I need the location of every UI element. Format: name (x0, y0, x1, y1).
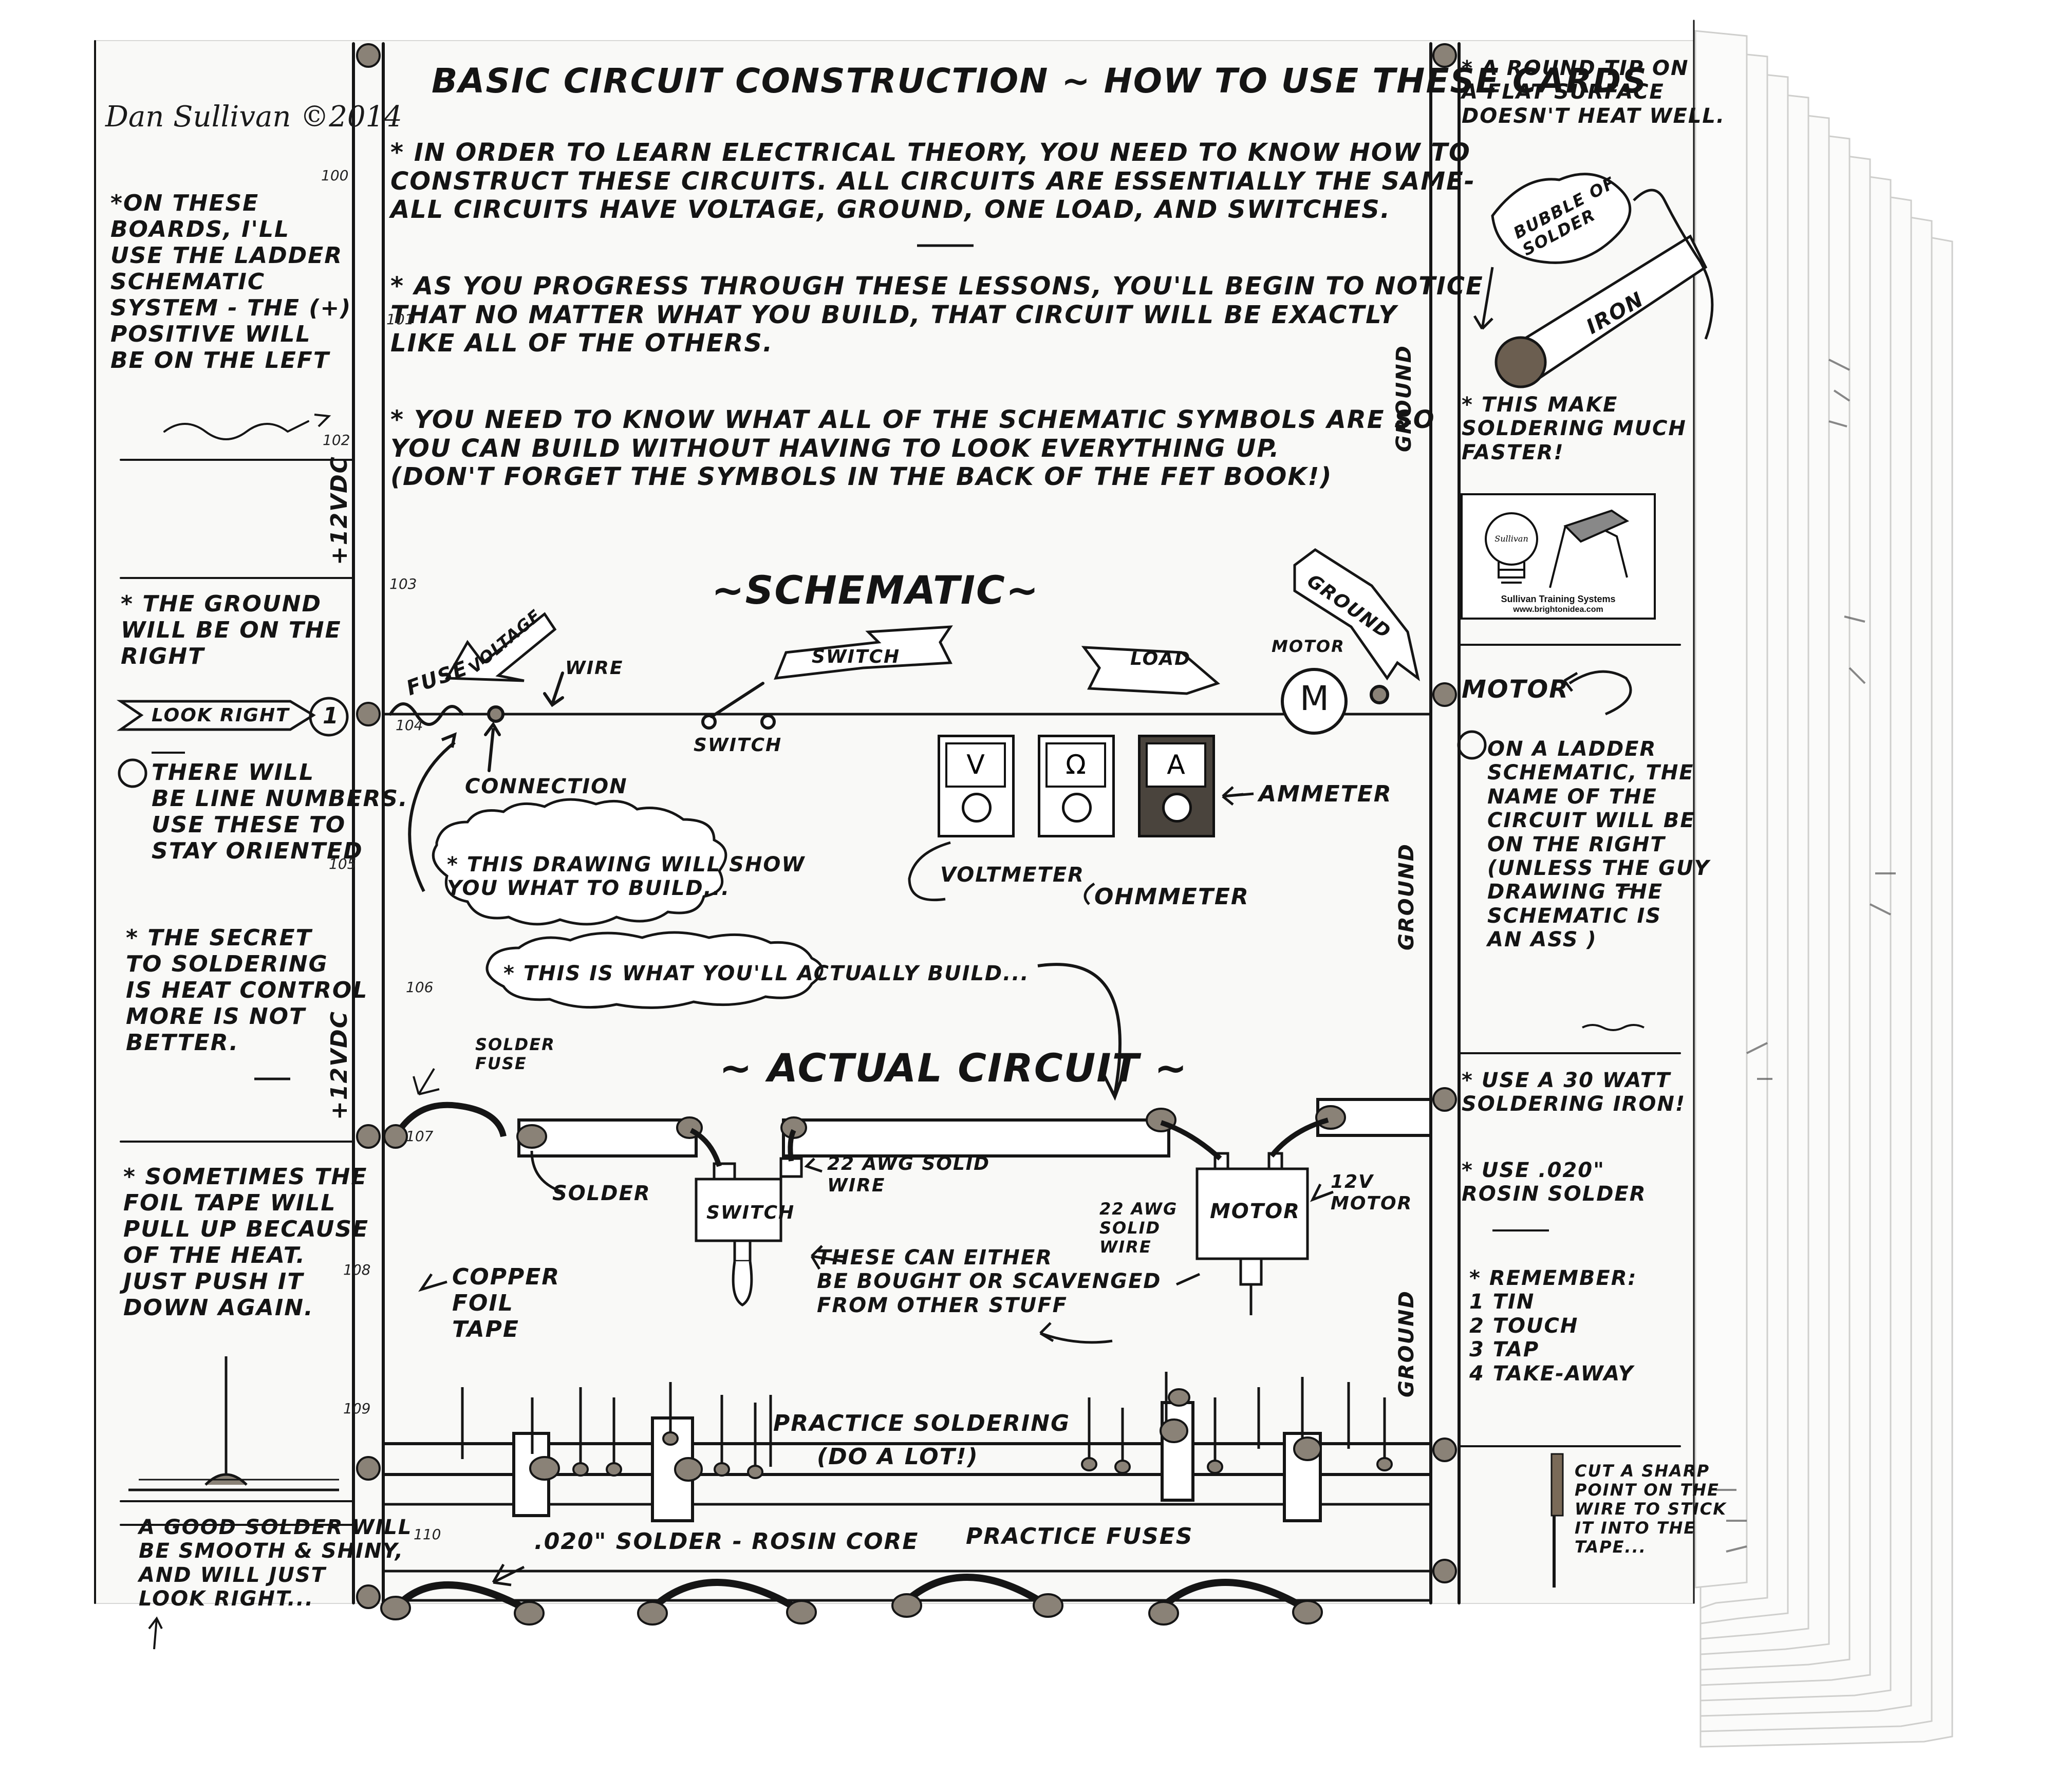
load-banner-label: LOAD (1130, 648, 1191, 669)
intro-paragraph-1: * IN ORDER TO LEARN ELECTRICAL THEORY, Y… (390, 138, 1475, 225)
left-note-ground: * THE GROUND WILL BE ON THE RIGHT (121, 591, 342, 670)
right-note-sharp-point: CUT A SHARP POINT ON THE WIRE TO STICK I… (1575, 1461, 1727, 1557)
actual-circuit-heading: ~ ACTUAL CIRCUIT ~ (719, 1045, 1188, 1091)
rosin-core-label: .020" SOLDER - ROSIN CORE (534, 1528, 919, 1555)
right-note-round-tip: * A ROUND TIP ON A FLAT SURFACE DOESN'T … (1462, 57, 1726, 128)
rail-left-label: +12VDC (326, 1011, 352, 1120)
motor-symbol: M (1300, 679, 1330, 718)
motor-schematic-label: MOTOR (1272, 637, 1345, 656)
cloud-drawing-text: * THIS DRAWING WILL SHOW YOU WHAT TO BUI… (447, 853, 806, 901)
ammeter-symbol: A (1146, 742, 1206, 788)
line-number: 101 (386, 311, 414, 328)
copper-foil-tape-label: COPPER FOIL TAPE (452, 1264, 561, 1343)
left-note-ladder: *ON THESE BOARDS, I'LL USE THE LADDER SC… (110, 190, 352, 374)
solder-fuse-label: SOLDER FUSE (475, 1035, 555, 1074)
wire-label: WIRE (565, 658, 624, 679)
ohmmeter-label: OHMMETER (1094, 884, 1249, 910)
line-number: 108 (343, 1261, 371, 1278)
solder-label: SOLDER (552, 1182, 651, 1205)
line-number: 100 (321, 167, 349, 184)
signature: Dan Sullivan ©2014 (105, 100, 402, 134)
voltmeter-label: VOLTMETER (940, 863, 1085, 887)
left-note-good-solder: A GOOD SOLDER WILL BE SMOOTH & SHINY, AN… (139, 1516, 413, 1611)
logo-bulb-text: Sullivan (1494, 534, 1528, 544)
ohmmeter-knob-icon (1062, 793, 1092, 823)
intro-paragraph-2: * AS YOU PROGRESS THROUGH THESE LESSONS,… (390, 272, 1484, 358)
right-note-faster: * THIS MAKE SOLDERING MUCH FASTER! (1462, 393, 1687, 464)
main-card (95, 41, 1694, 1603)
look-right-number: 1 (323, 703, 340, 729)
ohmmeter-symbol: Ω (1045, 742, 1106, 788)
left-note-heat: * THE SECRET TO SOLDERING IS HEAT CONTRO… (126, 925, 368, 1056)
connection-label: CONNECTION (465, 775, 628, 798)
wire-22awg-label: 22 AWG SOLID WIRE (827, 1153, 991, 1196)
line-number: 104 (396, 717, 423, 734)
voltmeter-symbol: V (945, 742, 1006, 788)
switch-box-label: SWITCH (706, 1202, 795, 1223)
rail-right-label: GROUND (1395, 1290, 1418, 1397)
right-note-30-watt: * USE A 30 WATT SOLDERING IRON! (1462, 1069, 1686, 1116)
right-note-remember: * REMEMBER: 1 TIN 2 TOUCH 3 TAP 4 TAKE-A… (1469, 1266, 1637, 1386)
ammeter-drawing: A (1138, 735, 1215, 837)
line-number: 110 (414, 1526, 441, 1543)
rail-left-label: +12VDC (326, 456, 352, 565)
intro-paragraph-3: * YOU NEED TO KNOW WHAT ALL OF THE SCHEM… (390, 405, 1435, 492)
motor-12v-label: 12V MOTOR (1331, 1171, 1413, 1214)
rail-right-label: GROUND (1395, 843, 1418, 950)
line-number: 107 (406, 1128, 434, 1145)
switch-schematic-label: SWITCH (694, 735, 782, 756)
rail-right-label: GROUND (1392, 345, 1416, 452)
line-number: 103 (389, 575, 417, 592)
logo-company: Sullivan Training Systems (1501, 594, 1616, 604)
cloud-build-text: * THIS IS WHAT YOU'LL ACTUALLY BUILD... (503, 962, 1030, 985)
left-note-foil-tape: * SOMETIMES THE FOIL TAPE WILL PULL UP B… (123, 1164, 369, 1321)
ammeter-knob-icon (1162, 793, 1192, 823)
logo-url: www.brightonidea.com (1513, 605, 1603, 614)
motor-box-label: MOTOR (1210, 1200, 1300, 1223)
line-number: 102 (323, 432, 350, 449)
ohmmeter-drawing: Ω (1038, 735, 1115, 837)
scavenged-label: THESE CAN EITHER BE BOUGHT OR SCAVENGED … (817, 1246, 1162, 1317)
practice-soldering-label: PRACTICE SOLDERING (773, 1410, 1071, 1436)
do-a-lot-label: (DO A LOT!) (817, 1444, 979, 1470)
line-number: 109 (343, 1400, 371, 1417)
voltmeter-drawing: V (938, 735, 1015, 837)
right-note-motor: MOTOR (1462, 675, 1570, 704)
wire-22awg-motor-label: 22 AWG SOLID WIRE (1099, 1199, 1178, 1257)
right-note-ladder-name: ON A LADDER SCHEMATIC, THE NAME OF THE C… (1487, 737, 1710, 952)
bulb-and-wrench-icon: Sullivan (1485, 509, 1630, 588)
switch-banner-label: SWITCH (812, 646, 901, 667)
company-logo: Sullivan Sullivan Training Systems www.b… (1461, 493, 1656, 620)
voltmeter-knob-icon (962, 793, 992, 823)
line-number: 106 (406, 979, 434, 996)
practice-fuses-label: PRACTICE FUSES (966, 1523, 1193, 1550)
right-note-rosin-solder: * USE .020" ROSIN SOLDER (1462, 1159, 1647, 1206)
line-number: 105 (329, 855, 357, 872)
left-note-line-numbers: THERE WILL BE LINE NUMBERS. USE THESE TO… (152, 759, 408, 865)
card-title: BASIC CIRCUIT CONSTRUCTION ~ HOW TO USE … (432, 61, 1648, 101)
look-right-label: LOOK RIGHT (152, 705, 290, 726)
ammeter-label: AMMETER (1259, 781, 1392, 807)
schematic-heading: ~SCHEMATIC~ (712, 567, 1040, 613)
